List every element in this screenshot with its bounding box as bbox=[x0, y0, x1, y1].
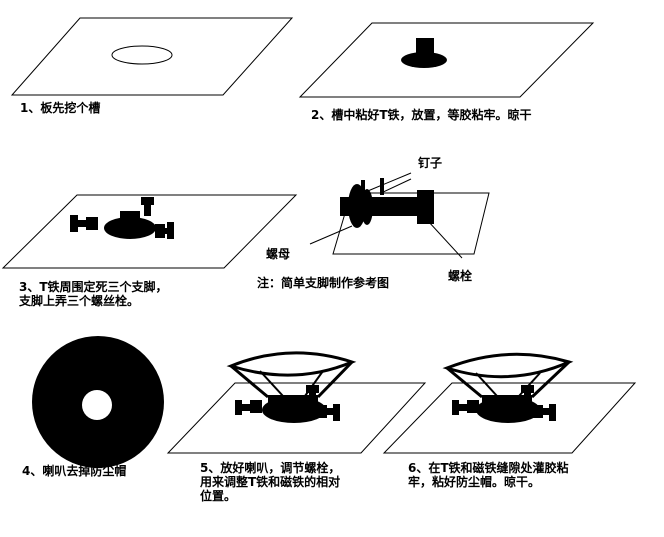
caption-step-5-line-3: 位置。 bbox=[200, 489, 237, 503]
caption-step-3-line-2: 支脚上弄三个螺丝栓。 bbox=[19, 294, 140, 308]
caption-step-4: 4、喇叭去掉防尘帽 bbox=[22, 464, 127, 478]
t-iron-pole bbox=[120, 211, 140, 231]
detail-note: 注：简单支脚制作参考图 bbox=[257, 276, 390, 290]
label-nail: 钉子 bbox=[418, 155, 442, 170]
leader-bolt bbox=[427, 220, 463, 259]
foot-left bbox=[452, 400, 479, 415]
board-plane bbox=[332, 192, 490, 255]
caption-step-1: 1、板先挖个槽 bbox=[20, 101, 101, 115]
leader-nut bbox=[309, 225, 353, 245]
foot-right bbox=[155, 222, 174, 239]
foot-left bbox=[235, 400, 262, 415]
foot-top bbox=[306, 385, 319, 400]
label-nut: 螺母 bbox=[266, 246, 290, 261]
board-plane bbox=[10, 17, 294, 96]
t-iron-pole bbox=[416, 38, 434, 60]
foot-left bbox=[70, 215, 98, 232]
panel-6-glued bbox=[382, 352, 637, 454]
label-bolt: 螺栓 bbox=[448, 268, 472, 283]
panel-3-feet-bolts bbox=[1, 194, 298, 269]
foot-top bbox=[521, 385, 534, 400]
magnet bbox=[482, 395, 532, 409]
foot-top bbox=[141, 197, 154, 216]
board-plane bbox=[166, 382, 427, 454]
caption-step-2: 2、槽中粘好T铁，放置，等胶粘牢。晾干 bbox=[311, 108, 532, 122]
panel-1-board-groove bbox=[10, 17, 294, 96]
speaker-basket bbox=[442, 352, 574, 379]
bolt-head bbox=[417, 190, 434, 224]
caption-step-5-line-2: 用来调整T铁和磁铁的相对 bbox=[200, 475, 341, 489]
panel-5-speaker-placed bbox=[166, 351, 427, 454]
panel-2-t-iron-glued bbox=[298, 22, 595, 98]
caption-step-3-line-1: 3、T铁周围定死三个支脚， bbox=[19, 280, 168, 294]
nail-icon bbox=[361, 172, 412, 196]
foot-right bbox=[531, 404, 556, 421]
caption-step-6-line-1: 6、在T铁和磁铁缝隙处灌胶粘 bbox=[408, 461, 569, 475]
magnet bbox=[268, 395, 318, 409]
center-hole bbox=[82, 390, 112, 420]
speaker-basket bbox=[226, 351, 357, 377]
bolt-shaft bbox=[340, 197, 420, 216]
board-plane bbox=[298, 22, 595, 98]
foot-right bbox=[315, 404, 340, 421]
board-plane bbox=[1, 194, 298, 269]
detail-foot-reference: 钉子 螺母 螺栓 bbox=[266, 155, 490, 283]
caption-step-5-line-1: 5、放好喇叭，调节螺栓， bbox=[200, 461, 341, 475]
caption-step-6-line-2: 牢，粘好防尘帽。晾干。 bbox=[408, 475, 541, 489]
board-plane bbox=[382, 382, 637, 454]
groove-outline bbox=[111, 45, 173, 65]
panel-4-speaker-no-cap bbox=[32, 336, 164, 468]
